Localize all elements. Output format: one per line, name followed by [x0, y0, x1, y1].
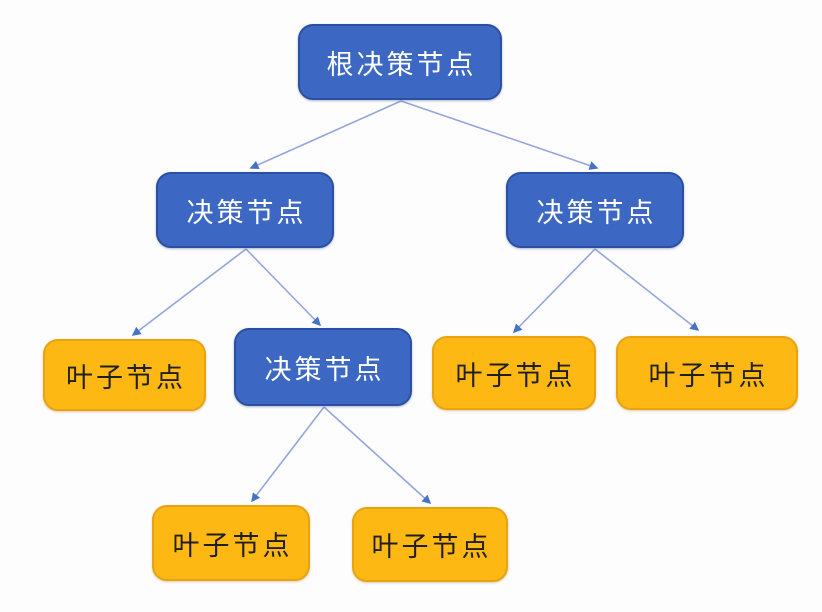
edge-d1-to-leaf1 — [131, 248, 247, 336]
node-leaf-bottom-left: 叶子节点 — [152, 505, 310, 581]
node-decision-right: 决策节点 — [506, 172, 684, 248]
edge-d3-to-leaf5 — [323, 406, 432, 505]
node-leaf-mid-right: 叶子节点 — [432, 336, 596, 410]
edge-root-to-d2 — [400, 100, 599, 170]
node-decision-left: 决策节点 — [156, 172, 334, 248]
node-decision-middle: 决策节点 — [234, 328, 412, 406]
edge-d1-to-d3 — [245, 248, 322, 327]
node-leaf-far-right: 叶子节点 — [616, 336, 798, 410]
node-leaf-bottom-right: 叶子节点 — [352, 507, 508, 582]
edge-d3-to-leaf4 — [251, 406, 325, 503]
node-leaf-far-left: 叶子节点 — [43, 339, 206, 411]
node-root-decision: 根决策节点 — [298, 24, 502, 100]
edge-root-to-d1 — [249, 100, 402, 170]
edge-d2-to-leaf2 — [512, 248, 596, 334]
edge-d2-to-leaf3 — [594, 248, 700, 331]
